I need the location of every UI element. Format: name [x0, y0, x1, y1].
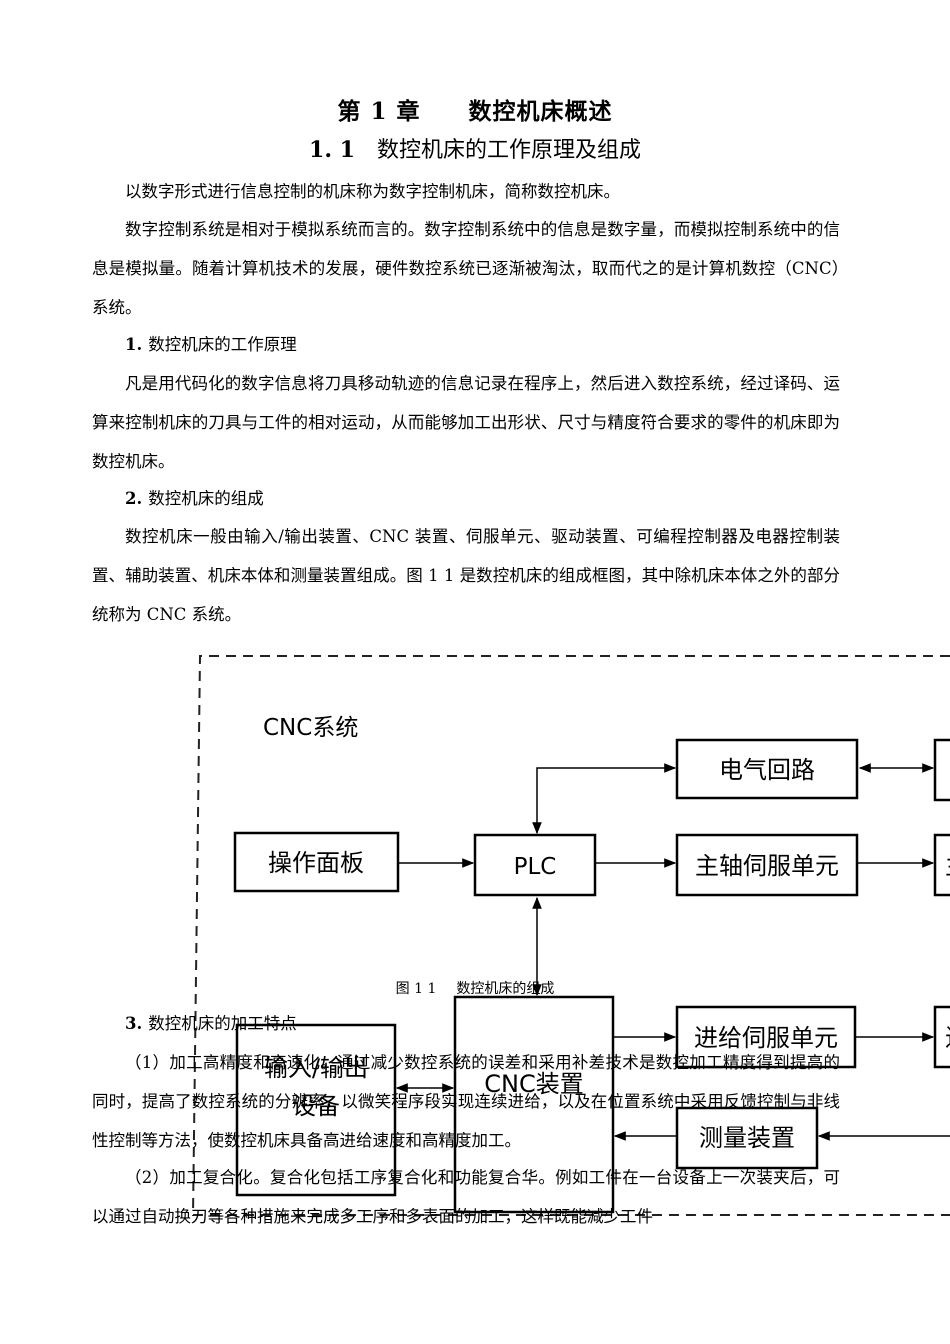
heading-text: 数控机床的工作原理 [148, 335, 297, 354]
measuring-device-box [675, 1106, 819, 1170]
cnc-system-boundary [191, 655, 950, 1216]
paragraph-definition: 以数字形式进行信息控制的机床称为数字控制机床，简称数控机床。 [125, 182, 620, 201]
heading-text: 数控机床的组成 [148, 489, 264, 508]
paragraph-composition: 数控机床一般由输入/输出装置、CNC 装置、伺服单元、驱动装置、可编程控制器及电… [92, 527, 840, 624]
paragraph-working-principle: 凡是用代码化的数字信息将刀具移动轨迹的信息记录在程序上，然后进入数控系统，经过译… [92, 374, 840, 471]
paragraph-high-precision: （1）加工高精度和高速化。通过减少数控系统的误差和采用补差技术是数控加工精度得到… [92, 1053, 840, 1150]
cnc-composition-diagram: CNC系统 电气回路 操作面板 PLC 主轴伺服单元 主 输入/输出 设备 CN… [191, 655, 950, 1216]
arrow-electric-plc [532, 763, 677, 835]
cut-feed-label: 进 [945, 1024, 950, 1052]
operation-panel-label: 操作面板 [268, 849, 364, 877]
cnc-device-label: CNC装置 [484, 1070, 583, 1098]
feed-servo-label: 进给伺服单元 [694, 1024, 838, 1052]
plc-box [473, 833, 597, 897]
section-title: 1. 1 数控机床的工作原理及组成 [0, 132, 950, 164]
cut-box-top [933, 738, 950, 802]
section-number: 1. 1 [309, 137, 355, 163]
cnc-system-label: CNC系统 [263, 715, 358, 741]
section-title-text: 数控机床的工作原理及组成 [376, 138, 641, 163]
electric-circuit-box [675, 738, 859, 800]
io-device-box [235, 1023, 397, 1197]
io-device-label-2: 设备 [292, 1092, 340, 1120]
chapter-title: 第 1 章 数控机床概述 [337, 98, 613, 125]
cnc-device-box [453, 995, 615, 1214]
spindle-servo-box [675, 833, 859, 897]
heading-text: 数控机床的加工特点 [148, 1014, 297, 1033]
cut-box-spindle [933, 833, 950, 897]
operation-panel-box [233, 831, 400, 893]
figure-caption-text: 数控机床的组成 [456, 981, 555, 997]
measuring-device-label: 测量装置 [699, 1124, 795, 1152]
heading-number: 1. [125, 335, 143, 354]
electric-circuit-label: 电气回路 [719, 756, 815, 784]
plc-label: PLC [514, 854, 557, 880]
cut-spindle-label: 主 [945, 852, 950, 880]
heading-working-principle: 1. 数控机床的工作原理 [125, 325, 297, 364]
heading-number: 2. [125, 489, 143, 508]
paragraph-compound: （2）加工复合化。复合化包括工序复合化和功能复合华。例如工件在一台设备上一次装夹… [92, 1168, 840, 1226]
heading-number: 3. [125, 1014, 143, 1033]
spindle-servo-label: 主轴伺服单元 [695, 852, 839, 880]
figure-caption: 图 1 1 数控机床的组成 [0, 978, 950, 998]
cut-box-feed [933, 1005, 950, 1069]
heading-composition: 2. 数控机床的组成 [125, 479, 264, 518]
io-device-label-1: 输入/输出 [264, 1054, 368, 1082]
figure-number: 图 1 1 [395, 981, 437, 997]
feed-servo-box [675, 1005, 857, 1069]
paragraph-digital-control: 数字控制系统是相对于模拟系统而言的。数字控制系统中的信息是数字量，而模拟控制系统… [92, 220, 840, 317]
heading-processing-features: 3. 数控机床的加工特点 [125, 1004, 297, 1043]
